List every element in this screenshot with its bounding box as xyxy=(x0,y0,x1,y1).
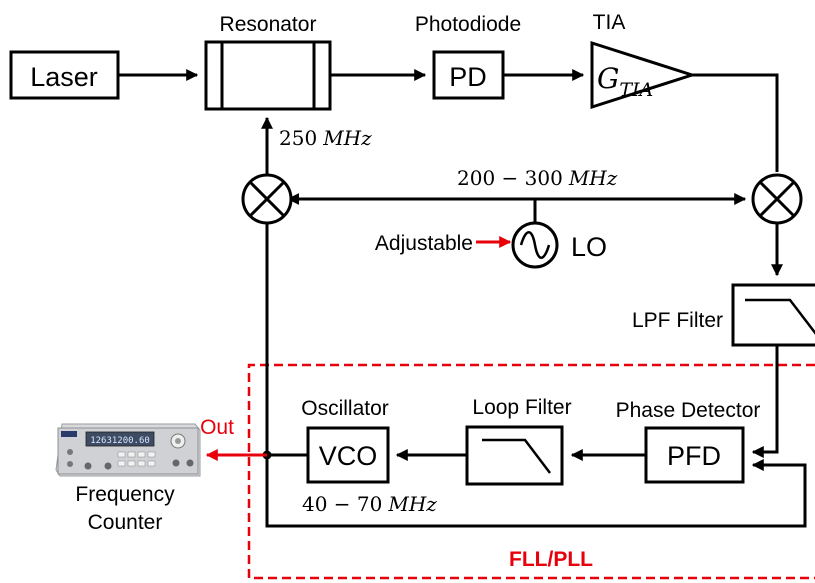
frequency-counter-icon: 12631200.60 xyxy=(56,424,200,476)
loop-filter-block xyxy=(467,427,562,484)
phase-detector-label: Phase Detector xyxy=(616,399,761,422)
fll-pll-label: FLL/PLL xyxy=(509,548,593,571)
mixer-right xyxy=(753,175,801,223)
lo-sine-source xyxy=(513,223,557,267)
frequency-counter-label-line2: Counter xyxy=(88,511,163,534)
frequency-counter-display: 12631200.60 xyxy=(90,436,150,446)
vco-label: VCO xyxy=(319,441,378,471)
photodiode-label: Photodiode xyxy=(415,13,521,36)
lpf-label: LPF Filter xyxy=(632,309,723,332)
wire-tia-to-mixer-right xyxy=(692,75,777,172)
pfd-label: PFD xyxy=(667,441,721,471)
resonator-block xyxy=(206,42,330,109)
out-label: Out xyxy=(200,416,234,439)
lo-label: LO xyxy=(571,232,607,262)
oscillator-label: Oscillator xyxy=(301,397,389,420)
resonator-label: Resonator xyxy=(220,13,317,36)
pd-label: PD xyxy=(449,62,487,92)
adjustable-label: Adjustable xyxy=(375,232,473,255)
laser-label: Laser xyxy=(30,62,98,92)
tia-label: TIA xyxy=(593,11,626,34)
mixer-left xyxy=(243,175,291,223)
loop-filter-label: Loop Filter xyxy=(472,396,571,419)
frequency-counter-label-line1: Frequency xyxy=(75,483,175,506)
